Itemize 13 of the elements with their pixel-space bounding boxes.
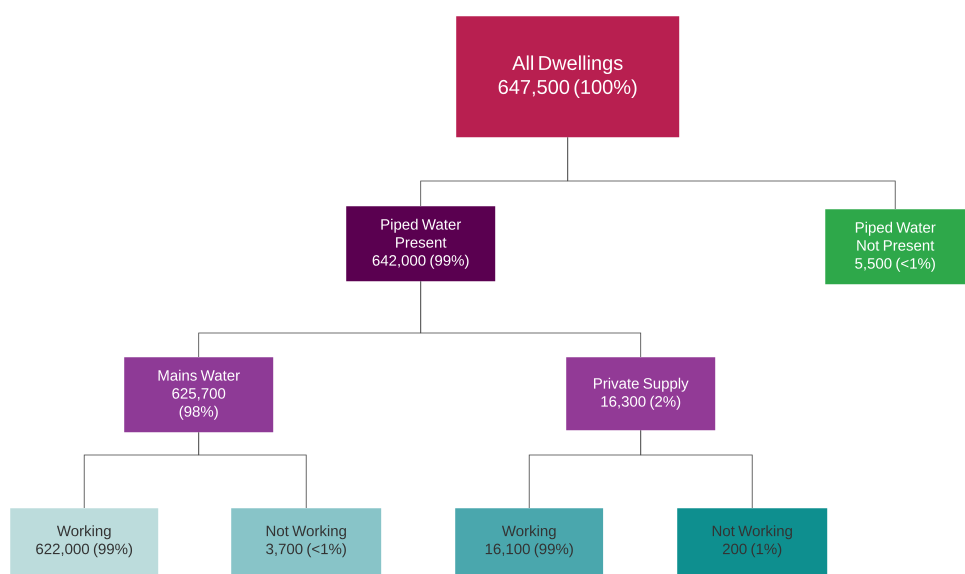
category-box: Working 16,100 (99%)	[455, 508, 604, 574]
category-box: All Dwellings 647,500 (100%)	[456, 16, 680, 138]
category-box: Private Supply 16,300 (2%)	[566, 357, 716, 430]
category-box: Working 622,000 (99%)	[10, 508, 158, 574]
connector-line	[640, 430, 753, 508]
category-box: Not Working 200 (1%)	[677, 508, 828, 574]
category-box: Mains Water 625,700 (98%)	[124, 357, 274, 432]
category-box: Piped Water Present 642,000 (99%)	[346, 206, 496, 282]
category-box: Piped Water Not Present 5,500 (<1%)	[825, 209, 965, 284]
category-box: Not Working 3,700 (<1%)	[231, 508, 382, 574]
connector-line	[567, 137, 896, 210]
connector-line	[198, 432, 307, 508]
connector-line	[420, 281, 642, 358]
